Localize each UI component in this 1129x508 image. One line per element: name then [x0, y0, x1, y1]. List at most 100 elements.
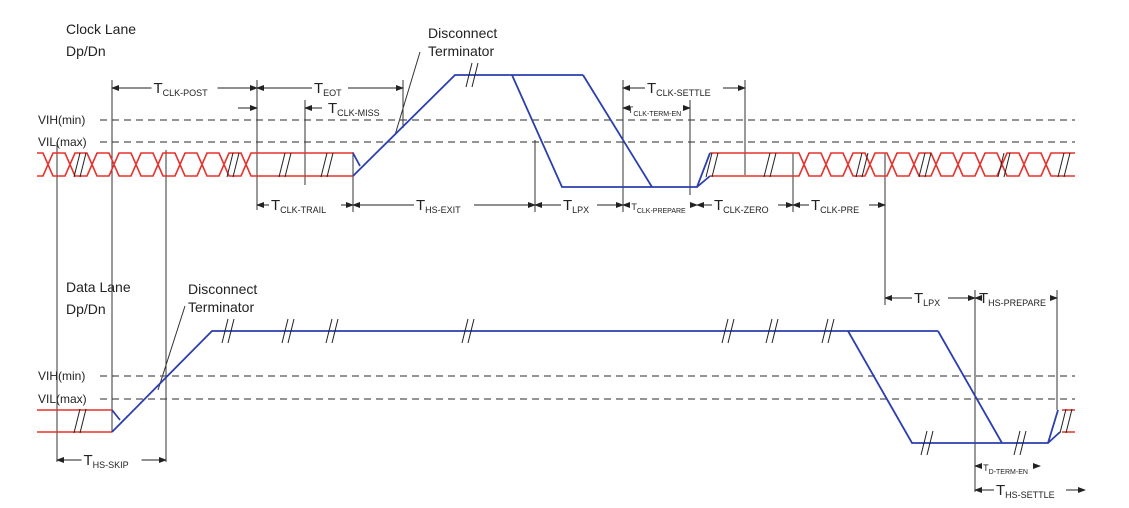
break-mark-icon [997, 152, 1011, 178]
clock-hs-zero-start [710, 152, 793, 177]
t-hs-exit-label: THS-EXIT [416, 197, 461, 215]
break-mark-icon [920, 430, 934, 456]
symbol: T [314, 80, 323, 97]
t-lpx: TLPX [534, 197, 624, 215]
break-mark-icon [461, 318, 475, 344]
t-clk-post: TCLK-POST [111, 80, 258, 98]
clock-vil-label: VIL(max) [38, 135, 87, 149]
break-mark-icon [278, 152, 292, 178]
t-clk-trail-label: TCLK-TRAIL [271, 197, 326, 215]
subscript: HS-EXIT [425, 205, 461, 215]
data-vih-label: VIH(min) [38, 369, 85, 383]
t-clk-prepare-label: TCLK-PREPARE [631, 202, 686, 215]
break-mark-icon [325, 318, 339, 344]
symbol: T [714, 197, 723, 214]
subscript: CLK-PREPARE [637, 208, 686, 215]
data-hs-trail [37, 409, 112, 433]
t-clk-prepare: TCLK-PREPARE [622, 202, 698, 215]
signals [37, 74, 1075, 444]
t-hs-settle-label: THS-SETTLE [996, 482, 1055, 500]
symbol: T [416, 197, 425, 214]
t-clk-trail: TCLK-TRAIL [256, 197, 354, 215]
symbol: T [983, 463, 989, 473]
data-lane-title: Data Lane [66, 279, 131, 295]
break-mark-icon [221, 318, 235, 344]
subscript: CLK-TERM-EN [633, 111, 681, 118]
symbol: T [979, 290, 988, 307]
break-mark-icon [226, 152, 240, 178]
data-lp-signal [111, 330, 1061, 444]
t-clk-miss: TCLK-MISS [238, 100, 380, 118]
symbol: T [628, 105, 634, 115]
t-hs-skip-label: THS-SKIP [84, 452, 129, 470]
data-disconnect-label: Disconnect [188, 281, 257, 297]
t-clk-miss-label: TCLK-MISS [328, 100, 380, 118]
t-hs-settle: THS-SETTLE [974, 482, 1086, 500]
clock-hs-differential-pre [37, 152, 257, 177]
break-mark-icon [705, 152, 719, 178]
break-mark-icon [765, 318, 779, 344]
t-clk-pre-label: TCLK-PRE [811, 197, 859, 215]
symbol: T [84, 452, 93, 469]
subscript: CLK-POST [163, 88, 209, 98]
t-eot-label: TEOT [314, 80, 342, 98]
t-d-term-en-label: TD-TERM-EN [983, 463, 1028, 476]
clock-lane-subtitle: Dp/Dn [66, 43, 106, 59]
t-clk-pre: TCLK-PRE [792, 197, 886, 215]
subscript: CLK-MISS [337, 108, 380, 118]
break-mark-icon [763, 152, 777, 178]
t-hs-prepare: THS-PREPARE [974, 290, 1058, 308]
subscript: D-TERM-EN [989, 469, 1028, 476]
t-lpx-label: TLPX [563, 197, 589, 215]
break-mark-icon [721, 318, 735, 344]
t-clk-post-label: TCLK-POST [154, 80, 209, 98]
symbol: T [647, 80, 656, 97]
t-clk-term-en-label: TCLK-TERM-EN [628, 105, 681, 118]
break-mark-icon [320, 152, 334, 178]
symbol: T [914, 290, 923, 307]
symbol: T [271, 197, 280, 214]
timing-markers [56, 80, 1058, 492]
symbol: T [328, 100, 337, 117]
break-mark-icon [73, 408, 87, 434]
t-d-term-en: TD-TERM-EN [974, 463, 1041, 476]
clock-hs-differential-post [793, 152, 1075, 177]
subscript: CLK-PRE [820, 205, 859, 215]
clock-lane-title: Clock Lane [66, 21, 136, 37]
symbol: T [563, 197, 572, 214]
t-eot: TEOT [256, 80, 404, 98]
t-hs-exit: THS-EXIT [352, 197, 536, 215]
t-lpx-data-label: TLPX [914, 290, 940, 308]
t-clk-zero: TCLK-ZERO [696, 197, 794, 215]
break-mark-icon [1013, 430, 1027, 456]
subscript: LPX [923, 298, 940, 308]
t-clk-zero-label: TCLK-ZERO [714, 197, 769, 215]
subscript: HS-SKIP [93, 460, 129, 470]
break-mark-icon [1057, 152, 1071, 178]
t-clk-settle-label: TCLK-SETTLE [647, 80, 711, 98]
clock-terminator-label: Terminator [428, 43, 494, 59]
clock-lp-signal [352, 74, 711, 188]
t-hs-skip: THS-SKIP [56, 452, 167, 470]
data-disconnect-pointer [157, 305, 186, 391]
t-clk-settle: TCLK-SETTLE [622, 80, 746, 98]
subscript: CLK-ZERO [723, 205, 769, 215]
clock-hs-zero [257, 152, 353, 177]
symbol: T [996, 482, 1005, 499]
break-mark-icon [918, 152, 932, 178]
symbol: T [154, 80, 163, 97]
symbol: T [811, 197, 820, 214]
data-lane-subtitle: Dp/Dn [66, 301, 106, 317]
clock-vih-label: VIH(min) [38, 113, 85, 127]
data-vil-label: VIL(max) [38, 392, 87, 406]
data-terminator-label: Terminator [188, 299, 254, 315]
subscript: HS-PREPARE [988, 298, 1046, 308]
subscript: CLK-TRAIL [280, 205, 326, 215]
clock-disconnect-pointer [394, 51, 421, 136]
t-lpx-data: TLPX [884, 290, 976, 308]
break-marks [73, 62, 1073, 456]
subscript: HS-SETTLE [1005, 490, 1055, 500]
break-mark-icon [73, 152, 87, 178]
